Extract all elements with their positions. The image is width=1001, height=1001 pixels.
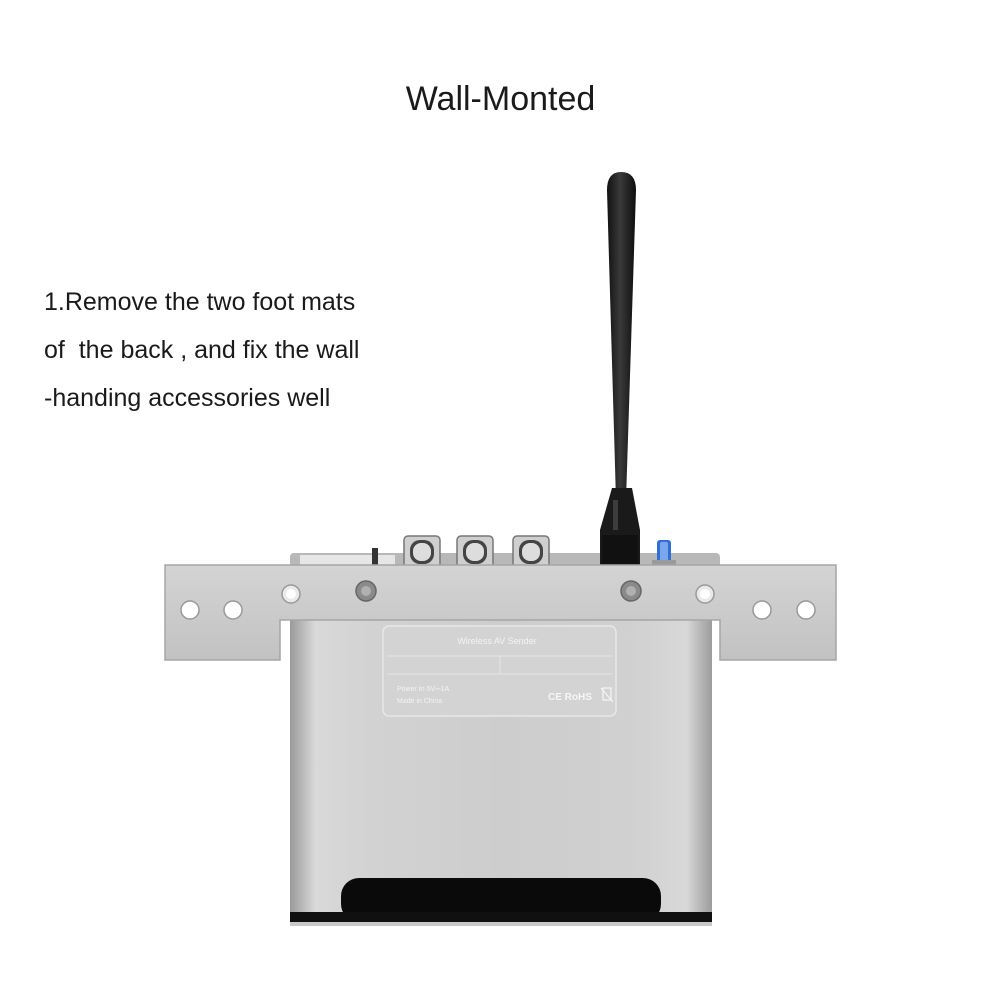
screws (355, 580, 642, 602)
instruction-line-2: of the back , and fix the wall (44, 336, 360, 364)
label-certification-marks: CE RoHS (548, 692, 592, 703)
weee-bin-icon (602, 687, 612, 701)
rca-connectors (403, 535, 550, 571)
label-product-name: Wireless AV Sender (457, 636, 536, 646)
label-power: Power In 5V⎓1A (397, 686, 450, 693)
instruction-line-1: 1.Remove the two foot mats (44, 288, 356, 316)
label-origin: Made in China (397, 698, 442, 705)
bracket-holes (180, 584, 816, 620)
wall-mount-bracket (164, 564, 837, 661)
device-label-plate: Wireless AV Sender Power In 5V⎓1A Made i… (382, 625, 617, 717)
antenna (600, 172, 640, 570)
instruction-text: 1.Remove the two foot mats of the back ,… (44, 278, 464, 422)
bottom-slot (341, 878, 661, 922)
instruction-line-3: -handing accessories well (44, 384, 331, 412)
page-title: Wall-Monted (405, 80, 596, 118)
